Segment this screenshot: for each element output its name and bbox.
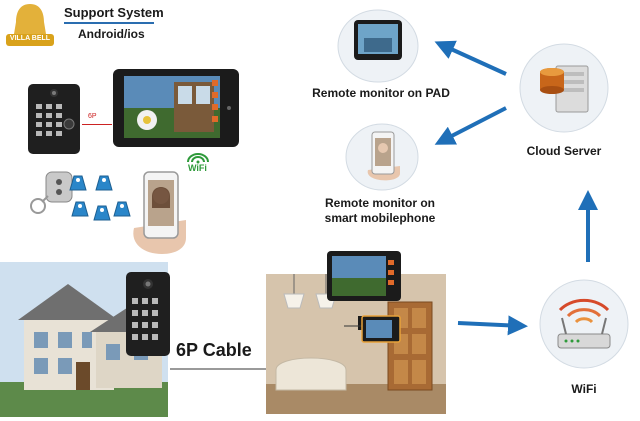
arrow-cloud-to-pad [434, 40, 507, 76]
wifi-signal-icon [187, 153, 209, 164]
support-platforms: Android/ios [78, 27, 145, 41]
room-callout [342, 314, 402, 344]
support-divider [64, 22, 154, 24]
outdoor-unit [26, 82, 82, 156]
wifi-router-node [538, 278, 630, 370]
cable-label: 6P Cable [176, 340, 252, 360]
arrow-room-to-wifi [457, 315, 528, 336]
rfid-tag-set [62, 172, 134, 234]
remote-control [26, 168, 76, 220]
cloud-server-node [518, 42, 610, 134]
outdoor-unit-large [124, 270, 172, 358]
router-icon [539, 279, 629, 369]
arrow-cloud-to-phone [434, 106, 507, 145]
smartphone-in-hand [130, 168, 190, 256]
pad-label: Remote monitor on PAD [312, 86, 450, 100]
indoor-monitor [112, 68, 240, 148]
cable-line [170, 368, 266, 370]
wifi-label: WiFi [571, 382, 597, 396]
phone-node [344, 122, 420, 192]
bell-icon [6, 4, 54, 46]
wifi-badge: WiFi [184, 152, 212, 174]
logo-text: VILLA BELL [9, 35, 51, 42]
wifi-badge-text: WiFi [188, 163, 207, 173]
support-system-title: Support System [64, 5, 164, 20]
phone-label-line2: smart mobilephone [324, 211, 436, 225]
cloud-server-label: Cloud Server [526, 144, 602, 158]
phone-label-line1: Remote monitor on [325, 196, 435, 210]
server-icon [519, 43, 609, 133]
villa-bell-logo: VILLA BELL [2, 0, 58, 52]
pad-node [336, 8, 420, 84]
cable-label-small: 6P [88, 113, 97, 120]
room-monitor [326, 250, 402, 302]
cable-line-small [82, 124, 112, 125]
